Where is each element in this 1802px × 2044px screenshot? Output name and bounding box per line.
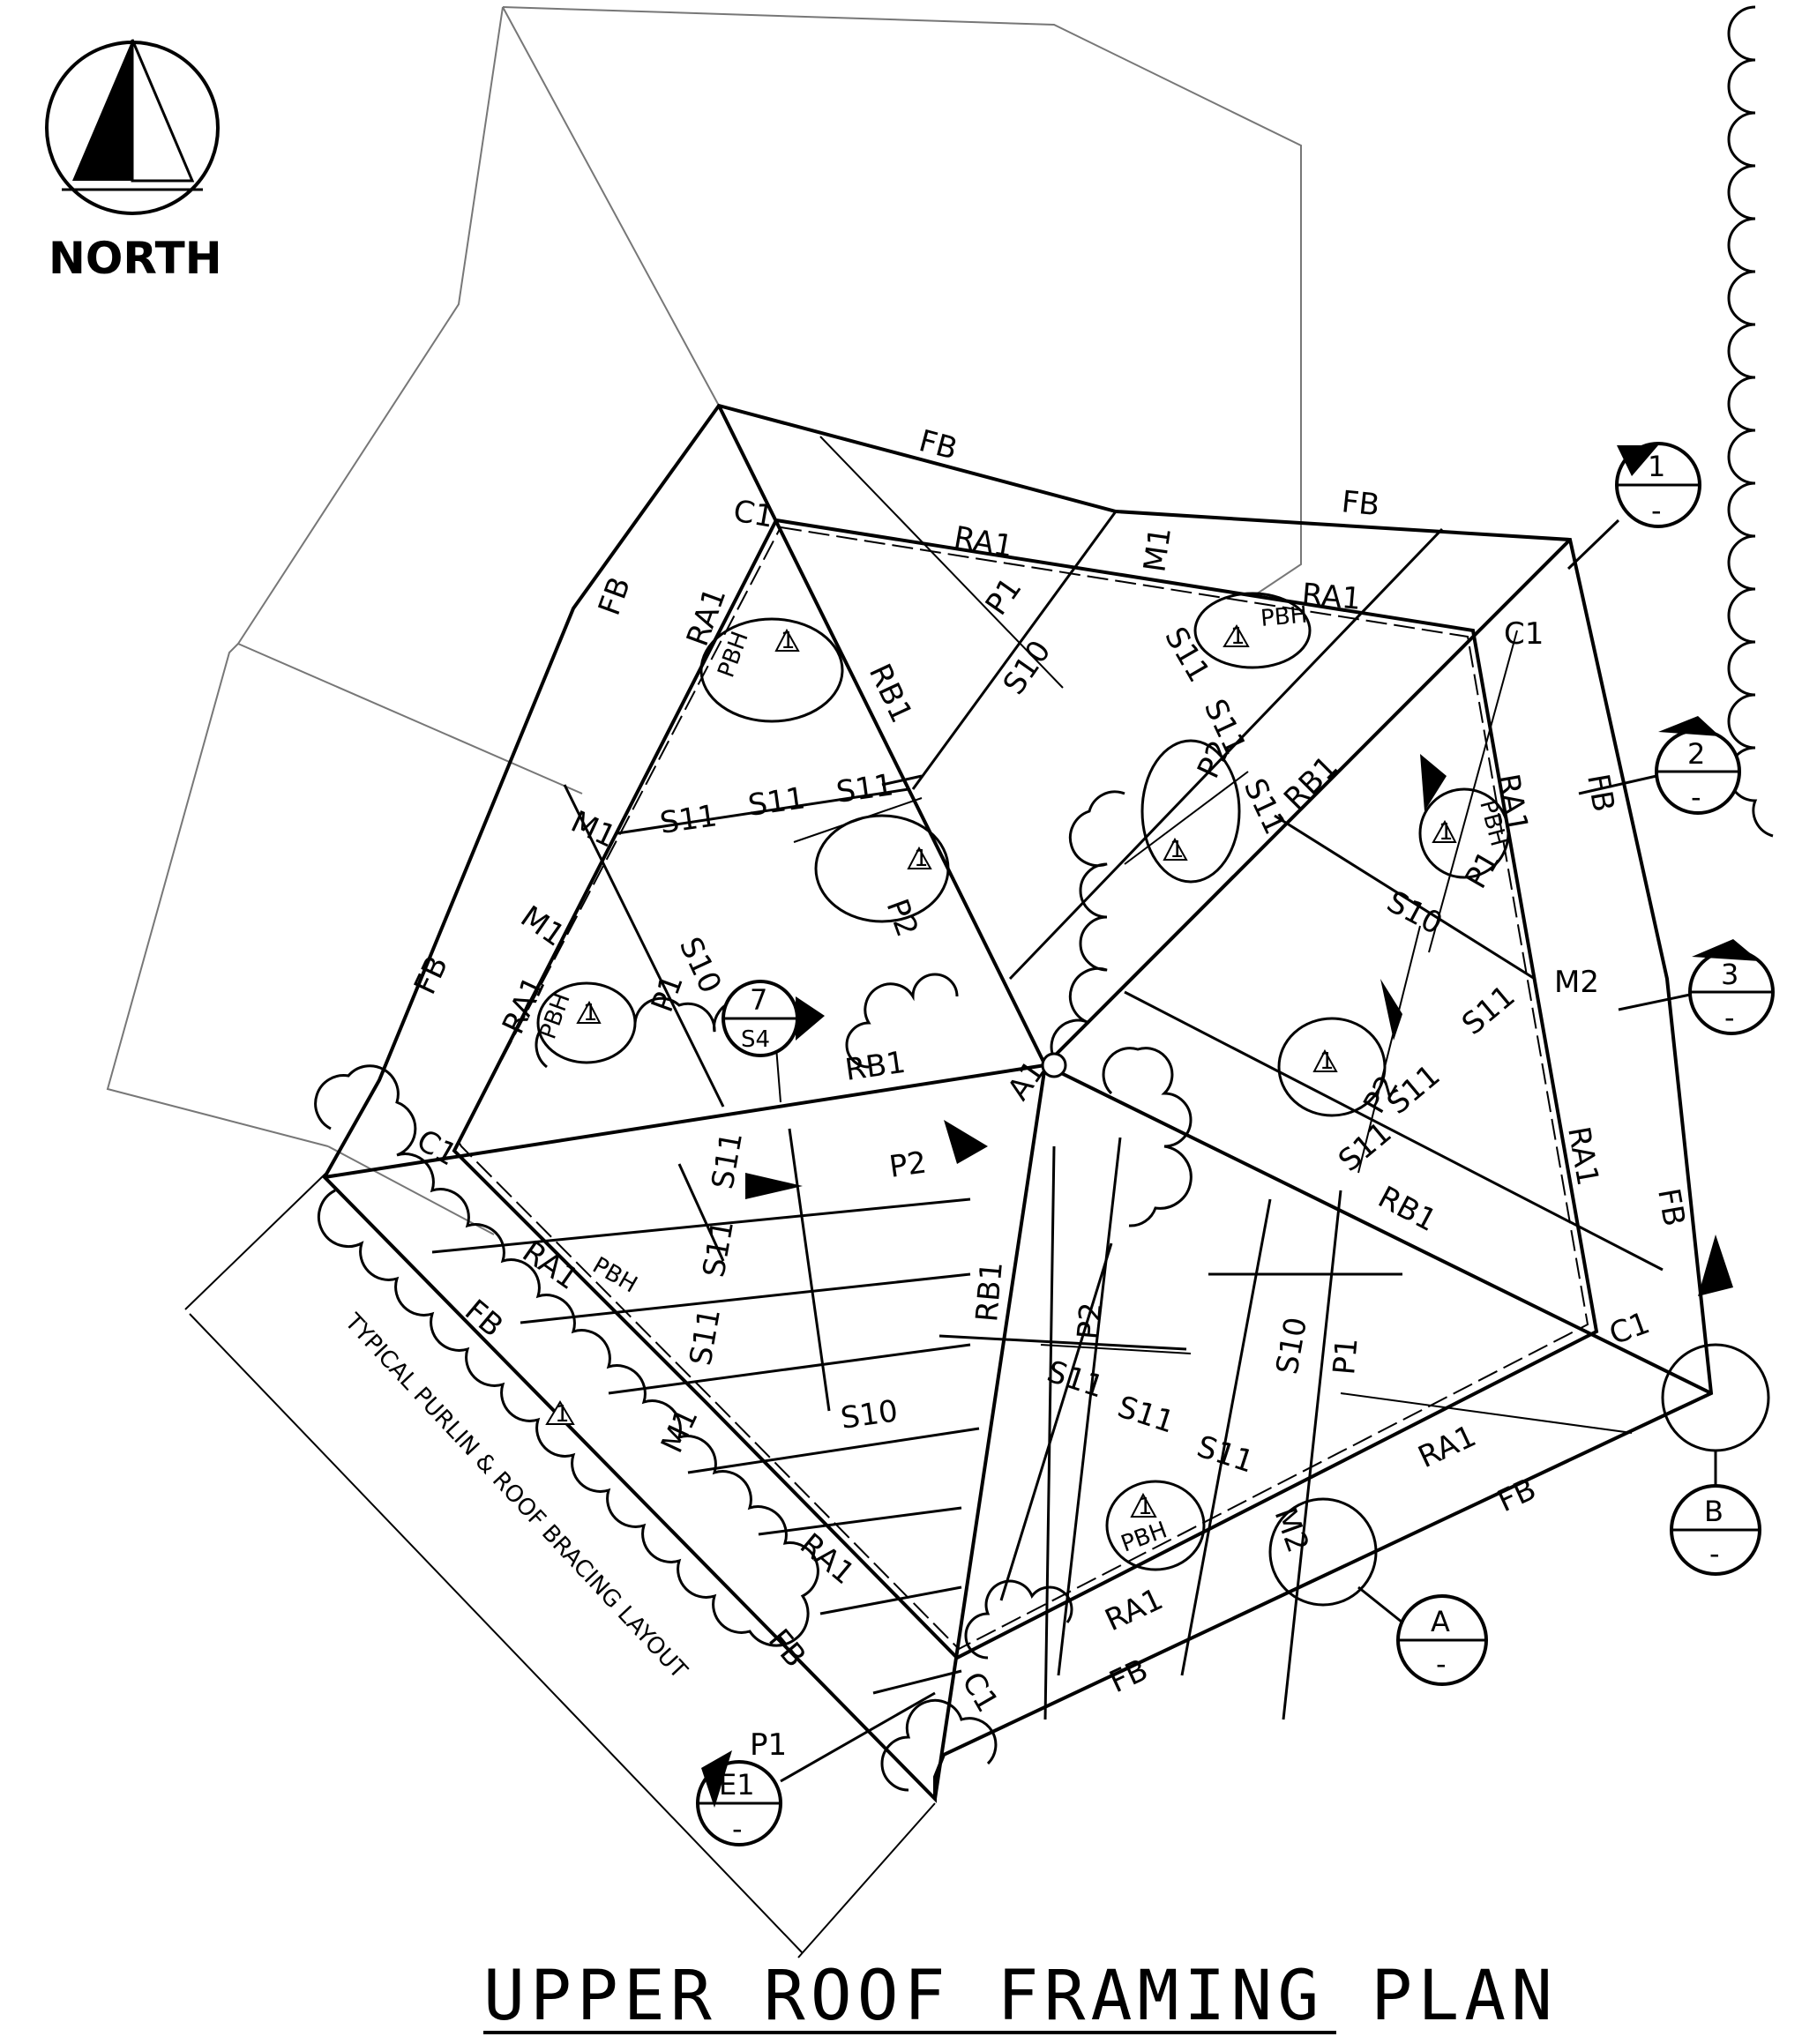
section-3-sheet: - xyxy=(1724,1001,1735,1034)
site-outline-link xyxy=(237,643,583,794)
label-fb: FB xyxy=(1340,484,1381,523)
label-s11: S11 xyxy=(1113,1390,1178,1441)
grid-a-sheet: - xyxy=(1436,1647,1447,1681)
label-ra1: RA1 xyxy=(1413,1419,1482,1476)
label-ra1: RA1 xyxy=(1100,1582,1169,1639)
label-p1: P1 xyxy=(1327,1336,1365,1376)
label-s10: S10 xyxy=(839,1393,901,1436)
label-s11: S11 xyxy=(658,798,720,841)
label-ra1: RA1 xyxy=(951,519,1015,564)
grid-b-sheet: - xyxy=(1709,1537,1720,1570)
svg-text:1: 1 xyxy=(555,1401,570,1428)
label-s11: S11 xyxy=(1193,1429,1258,1481)
section-cut-flags xyxy=(745,754,1733,1296)
label-s11: S11 xyxy=(1332,1115,1398,1179)
label-rb1: RB1 xyxy=(1277,750,1345,817)
svg-text:1: 1 xyxy=(1138,1494,1153,1520)
label-fb: FB xyxy=(592,572,638,620)
label-s10: S10 xyxy=(997,634,1058,701)
label-m1: M1 xyxy=(1137,525,1178,574)
label-ra1: RA1 xyxy=(1300,577,1362,617)
label-c1: C1 xyxy=(1504,616,1544,652)
label-rb1: RB1 xyxy=(862,659,919,728)
label-m2: M2 xyxy=(1554,965,1599,1000)
north-label: NORTH xyxy=(49,233,222,284)
label-p1: P1 xyxy=(979,571,1029,622)
label-fb: FB xyxy=(1650,1186,1692,1229)
label-ra1: RA1 xyxy=(1560,1124,1605,1189)
member-labels: FB FB FB FB FB FB FB FB FB FB RA1 RA1 RA… xyxy=(408,423,1692,1763)
label-m2: M2 xyxy=(1267,1503,1316,1557)
site-outline-link xyxy=(327,1145,495,1235)
svg-text:1: 1 xyxy=(583,1000,598,1026)
label-fb: FB xyxy=(458,1293,510,1344)
site-outline-link xyxy=(502,6,720,407)
section-2-sheet: - xyxy=(1691,780,1701,814)
label-ra1: RA1 xyxy=(793,1526,861,1592)
label-rb1: RB1 xyxy=(969,1260,1010,1324)
label-c1: C1 xyxy=(730,493,776,534)
purlins xyxy=(431,511,1664,1720)
label-p1: P1 xyxy=(750,1727,787,1763)
revision-triangle-labels: 1 1 1 1 1 1 1 1 1 xyxy=(555,623,1454,1520)
section-marker-1[interactable]: 1 - xyxy=(1566,442,1701,571)
detail-callout-7[interactable]: 7 S4 xyxy=(722,980,825,1057)
revision-tag-clouds xyxy=(536,592,1510,1571)
label-s11: S11 xyxy=(1455,979,1522,1042)
section-3-id: 3 xyxy=(1721,958,1738,991)
svg-text:1: 1 xyxy=(1320,1048,1335,1075)
section-marker-2[interactable]: 2 - xyxy=(1578,716,1741,815)
label-pbh: PBH xyxy=(1260,601,1308,632)
detail-sheet: S4 xyxy=(741,1026,770,1053)
grid-b-id: B xyxy=(1704,1495,1723,1528)
label-fb: FB xyxy=(1492,1472,1542,1519)
label-s11: S11 xyxy=(705,1130,750,1192)
label-c1: C1 xyxy=(411,1123,463,1173)
svg-text:1: 1 xyxy=(914,846,929,872)
section-1-id: 1 xyxy=(1648,450,1665,483)
grid-bubble-b[interactable]: B - xyxy=(1661,1343,1770,1576)
label-rb1: RB1 xyxy=(843,1045,908,1088)
label-m1: M1 xyxy=(514,899,572,954)
label-s11: S11 xyxy=(746,780,808,824)
dimension-lines xyxy=(184,436,1633,1958)
north-arrow: NORTH xyxy=(45,39,222,284)
section-1-sheet: - xyxy=(1651,494,1662,527)
label-s11: S11 xyxy=(696,1218,741,1280)
section-2-id: 2 xyxy=(1687,737,1705,771)
label-s10: S10 xyxy=(1381,884,1448,943)
drawing-title: UPPER ROOF FRAMING PLAN xyxy=(483,1957,1558,2036)
site-outline xyxy=(502,6,1302,609)
svg-text:1: 1 xyxy=(781,628,796,654)
node-a1 xyxy=(1041,1052,1067,1078)
svg-text:1: 1 xyxy=(1170,837,1185,863)
label-p2: P2 xyxy=(1071,1301,1110,1340)
label-p2: P2 xyxy=(887,1145,929,1184)
label-s11: S11 xyxy=(1043,1354,1108,1406)
section-e1-id: E1 xyxy=(719,1768,755,1802)
section-marker-3[interactable]: 3 - xyxy=(1618,939,1775,1035)
svg-text:1: 1 xyxy=(1230,623,1245,650)
site-outline-west xyxy=(106,6,504,1147)
svg-text:1: 1 xyxy=(1439,819,1454,846)
roof-outline xyxy=(322,403,1714,1803)
label-s11: S11 xyxy=(683,1306,728,1369)
grid-a-id: A xyxy=(1431,1605,1450,1638)
revision-triangles xyxy=(545,624,1457,1518)
label-m1: M1 xyxy=(654,1403,706,1458)
label-s10: S10 xyxy=(1269,1315,1314,1377)
label-s11: S11 xyxy=(834,767,896,810)
label-p1: P1 xyxy=(645,970,691,1017)
label-s11: S11 xyxy=(1237,773,1293,840)
detail-number: 7 xyxy=(750,983,767,1017)
grid-bubble-a[interactable]: A - xyxy=(1268,1497,1488,1686)
section-e1-sheet: - xyxy=(732,1812,743,1846)
section-marker-e1[interactable]: E1 - xyxy=(696,1691,936,1846)
label-fb: FB xyxy=(1580,772,1621,815)
label-c1: C1 xyxy=(954,1667,1005,1719)
